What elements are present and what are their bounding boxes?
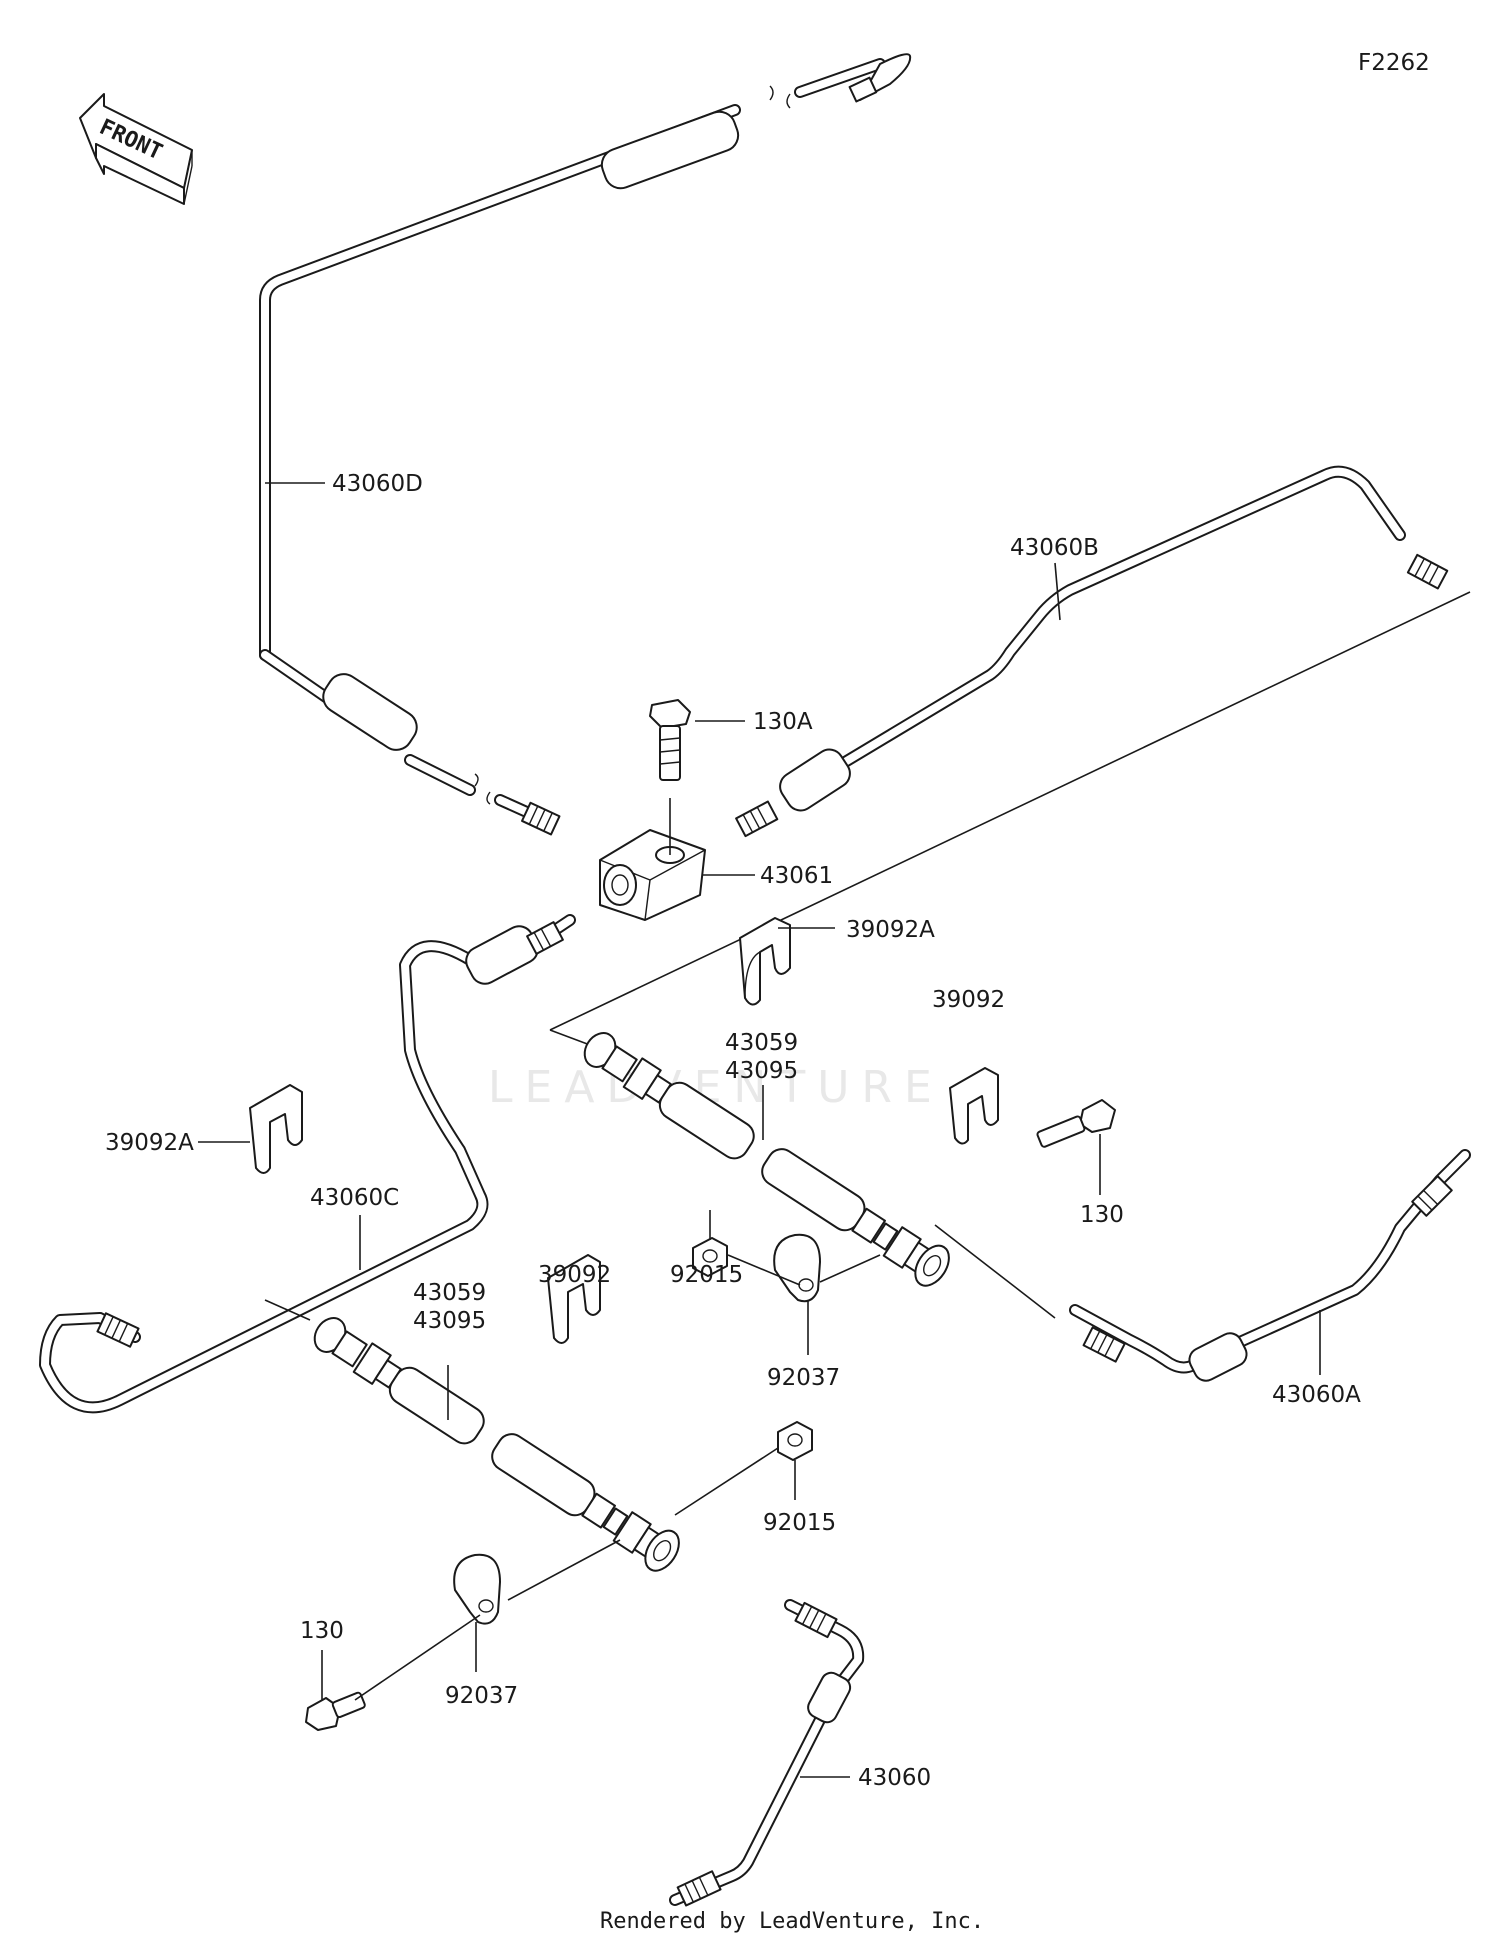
callout-43061: 43061 (760, 863, 833, 889)
clip-39092A-upper (739, 917, 791, 1006)
clip-39092-lower (547, 1254, 601, 1344)
brake-pipe-43060D (259, 53, 912, 836)
flange-nut-92015-upper (692, 1237, 728, 1277)
clip-39092A-left (249, 1084, 303, 1174)
brake-hose-lower (264, 1299, 680, 1572)
callout-92015-upper: 92015 (670, 1262, 743, 1288)
callout-130A: 130A (753, 709, 813, 735)
clip-39092-upper (949, 1067, 999, 1145)
front-arrow-icon: FRONT (79, 93, 193, 205)
callout-92037-right: 92037 (767, 1365, 840, 1391)
callout-130-right: 130 (1080, 1202, 1124, 1228)
callout-130-left: 130 (300, 1618, 344, 1644)
callout-43095-lower: 43095 (413, 1308, 486, 1334)
callout-39092A-left: 39092A (105, 1130, 194, 1156)
callout-39092A-upper: 39092A (846, 917, 935, 943)
flange-bolt-130-left (305, 1691, 366, 1731)
callout-43059-lower: 43059 (413, 1280, 486, 1306)
callout-92037-left: 92037 (445, 1683, 518, 1709)
callout-92015-lower: 92015 (763, 1510, 836, 1536)
callout-43059-upper: 43059 (725, 1030, 798, 1056)
brake-pipe-43060 (669, 1599, 865, 1907)
clamp-92037-right (773, 1233, 821, 1303)
callout-43060B: 43060B (1010, 535, 1099, 561)
flange-nut-92015-lower (777, 1421, 813, 1461)
callout-43095-upper: 43095 (725, 1058, 798, 1084)
flange-bolt-130-right (1036, 1099, 1116, 1148)
brake-pipe-43060A (1069, 1149, 1471, 1382)
clamp-92037-left (453, 1553, 501, 1625)
figure-code: F2262 (1358, 50, 1430, 76)
callout-43060A: 43060A (1272, 1382, 1361, 1408)
callout-43060D: 43060D (332, 471, 423, 497)
footer-credit: Rendered by LeadVenture, Inc. (600, 1909, 984, 1934)
callout-43060: 43060 (858, 1765, 931, 1791)
flange-bolt-130A (649, 699, 691, 781)
callout-39092-lower: 39092 (538, 1262, 611, 1288)
callout-39092-upper: 39092 (932, 987, 1005, 1013)
brake-hose-upper (549, 591, 1471, 1319)
junction-block-43061 (599, 829, 706, 921)
brake-pipe-43060B (735, 465, 1449, 838)
callout-43060C: 43060C (310, 1185, 399, 1211)
brake-pipe-43060C (39, 914, 576, 1414)
